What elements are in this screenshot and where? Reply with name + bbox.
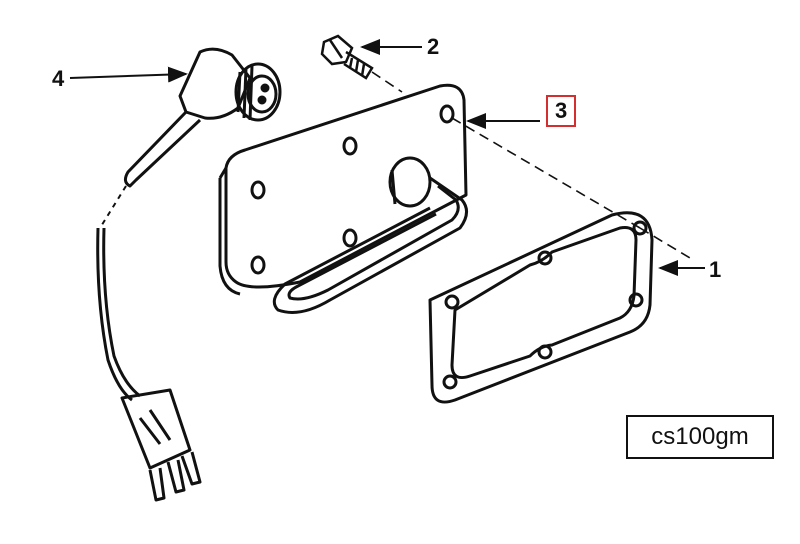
heater-plate-part-3 — [218, 83, 468, 314]
reference-code-text: cs100gm — [651, 423, 749, 450]
alignment-lines — [371, 71, 691, 259]
callout-1: 1 — [709, 257, 722, 282]
gasket-part-1 — [428, 211, 654, 404]
reference-code-box: cs100gm — [626, 415, 774, 459]
leader-arrow-4 — [69, 66, 188, 83]
callout-4: 4 — [52, 66, 65, 91]
callout-3-highlighted: 3 — [546, 95, 577, 127]
cord-break-dashes — [99, 185, 127, 229]
callout-2: 2 — [427, 34, 440, 59]
callout-leaders — [69, 39, 705, 276]
screw-part-2 — [320, 34, 374, 80]
power-cord-part-4 — [96, 47, 282, 502]
